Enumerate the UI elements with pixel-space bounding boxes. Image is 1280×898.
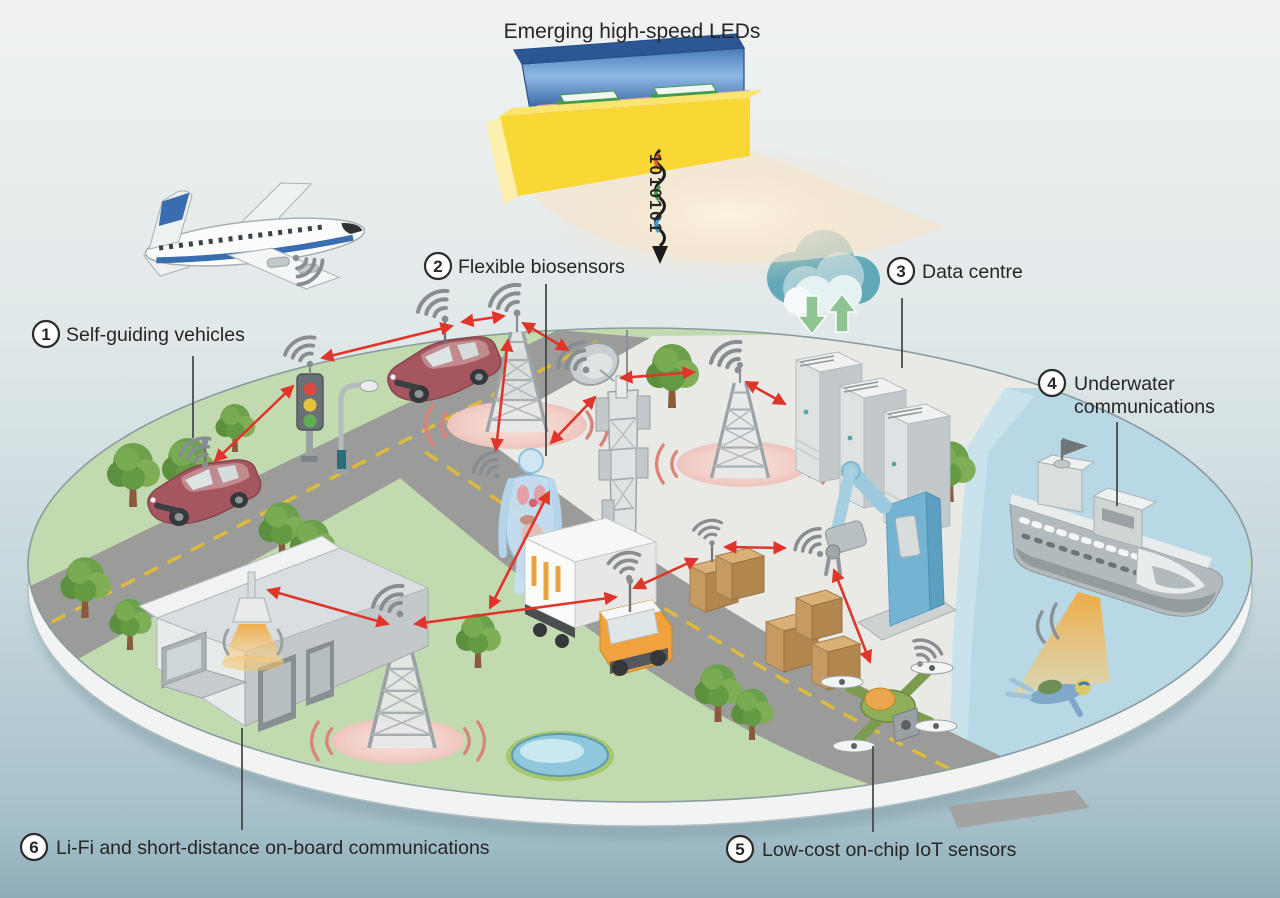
figure-title: Emerging high-speed LEDs [504,20,761,43]
satellite-dish-icon [568,342,628,399]
diver [1005,677,1091,717]
callout-2-number: 2 [433,257,442,276]
underwater-comms-ship [1005,438,1224,717]
callout-1-label: Self-guiding vehicles [66,324,245,346]
data-centre-servers [794,351,952,535]
light-beam [1014,592,1110,694]
callout-4: 4 Underwater communications [1037,368,1215,418]
callout-5-label: Low-cost on-chip IoT sensors [762,839,1017,861]
robot-arm-machine [824,461,958,641]
callout-4-label-line1: Underwater [1074,373,1175,395]
led-chip: 1010101 [486,33,944,285]
callout-6-number: 6 [29,838,38,857]
callout-3-label: Data centre [922,261,1023,283]
callout-2: 2 Flexible biosensors [423,251,625,281]
callout-4-label-line2: communications [1074,396,1215,418]
callout-6-label: Li-Fi and short-distance on-board commun… [56,837,490,859]
callout-3: 3 Data centre [886,256,1023,286]
data-stream-arrow [652,148,668,264]
traffic-light [296,366,324,462]
road-rim-exit [948,790,1090,828]
callout-2-label: Flexible biosensors [458,256,625,278]
ship [1009,438,1224,617]
laptop [160,631,248,699]
airplane [142,182,366,290]
callout-3-number: 3 [896,262,905,281]
pond [506,731,614,781]
callout-1: 1 Self-guiding vehicles [31,319,245,349]
link-arrows [213,310,873,664]
upload-arrow-icon [826,292,858,333]
callout-6: 6 Li-Fi and short-distance on-board comm… [19,832,490,862]
street-lamp [334,380,379,474]
leader-lines [192,284,1118,832]
callout-5-number: 5 [735,840,744,859]
callout-4-number: 4 [1047,374,1057,393]
callout-5: 5 Low-cost on-chip IoT sensors [725,834,1017,864]
lifi-lamp [222,571,284,671]
download-arrow-icon [796,295,828,336]
callout-1-number: 1 [41,325,50,344]
data-stream-text: 1010101 [646,154,665,234]
